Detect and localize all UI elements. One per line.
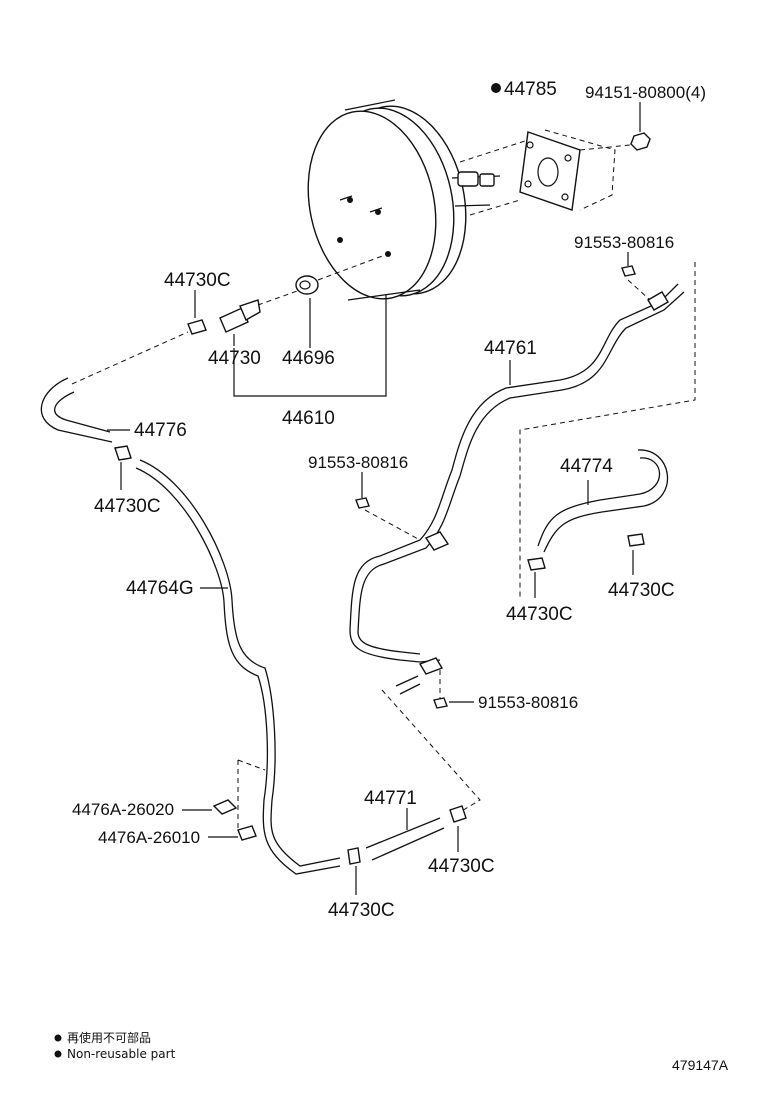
tube-44764g [135,459,341,875]
clamp-4476a [212,759,266,841]
bolt-91553-low [433,697,448,709]
label-91553-80816-low: 91553-80816 [478,693,578,712]
reference-code: 479147A [672,1057,729,1073]
brake-booster-assembly [307,99,501,301]
bolt-91553-mid [355,497,370,509]
label-94151-80800: 94151-80800(4) [585,83,706,102]
clip-44730c-top [187,319,207,335]
label-44730c-bottom: 44730C [328,900,395,921]
hose-44774 [527,449,669,571]
booster-gasket-plate [459,129,631,216]
label-44771: 44771 [364,788,417,809]
label-44776: 44776 [134,420,187,441]
label-4476a-26010: 4476A-26010 [98,828,200,847]
label-91553-80816-mid: 91553-80816 [308,453,408,472]
label-44774: 44774 [560,456,613,477]
clip-44730c-left [114,445,132,461]
label-44730: 44730 [208,348,261,369]
legend: 再使用不可部品 Non-reusable part [54,1030,176,1061]
label-44730c-top: 44730C [164,270,231,291]
label-44730c-right: 44730C [608,580,675,601]
hose-44771 [347,805,467,865]
nut-94151 [630,132,651,151]
label-4476a-26020: 4476A-26020 [72,800,174,819]
legend-cn: 再使用不可部品 [67,1030,151,1045]
legend-en: Non-reusable part [67,1047,176,1061]
label-44730c-left: 44730C [94,496,161,517]
label-44785: 44785 [504,79,557,100]
label-44696: 44696 [282,348,335,369]
label-44730c-lower-right: 44730C [428,856,495,877]
grommet-44696 [295,275,319,295]
bolt-91553-top [621,265,636,277]
label-44730c-center: 44730C [506,604,573,625]
label-44610: 44610 [282,408,335,429]
label-91553-80816-top: 91553-80816 [574,233,674,252]
hose-44776 [40,331,189,443]
non-reusable-marker [491,83,501,93]
label-44764g: 44764G [126,578,194,599]
label-44761: 44761 [484,338,537,359]
tube-44761 [349,262,696,816]
check-valve-44730 [219,289,301,333]
